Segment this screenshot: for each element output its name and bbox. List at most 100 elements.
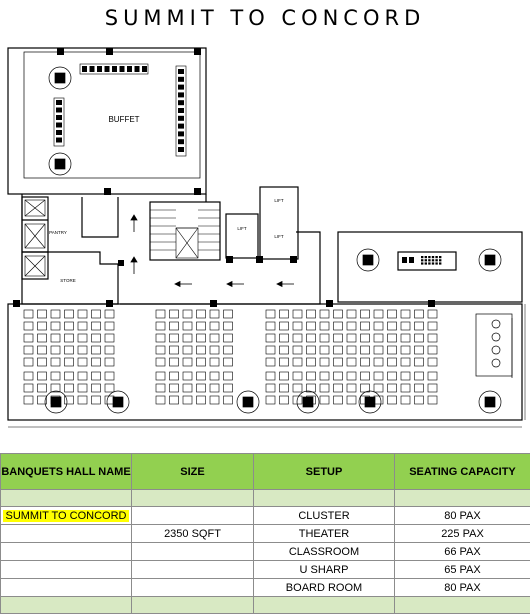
hall-seat — [51, 358, 60, 366]
buffet-dish — [82, 66, 87, 72]
hall-seat — [78, 346, 87, 354]
hall-seat — [210, 358, 219, 366]
hall-seat — [210, 334, 219, 342]
hall-seat — [197, 358, 206, 366]
hall-seat — [105, 358, 114, 366]
hall-seat — [374, 396, 383, 404]
hall-seat — [92, 310, 101, 318]
buffet-dish — [97, 66, 102, 72]
hall-seat — [280, 384, 289, 392]
console-button — [439, 259, 441, 261]
floor-plan: LIFT LIFT LIFT PANTRY STORE BUFFET — [0, 42, 530, 437]
buffet-dish — [135, 66, 140, 72]
hall-seat — [24, 384, 33, 392]
hall-seat — [65, 372, 74, 380]
hall-seat — [307, 358, 316, 366]
hall-seat — [415, 346, 424, 354]
hall-seat — [266, 358, 275, 366]
round-table-centre — [55, 73, 65, 83]
console-button — [425, 262, 427, 264]
hall-seat — [78, 396, 87, 404]
hall-seat — [170, 372, 179, 380]
hall-seat — [361, 322, 370, 330]
hall-seat — [197, 334, 206, 342]
hall-seat — [280, 358, 289, 366]
hall-seat — [24, 358, 33, 366]
hall-seat — [293, 358, 302, 366]
hall-seat — [334, 322, 343, 330]
hall-seat — [280, 372, 289, 380]
hall-seat — [183, 358, 192, 366]
buffet-dish — [178, 131, 184, 136]
hall-seat — [38, 372, 47, 380]
hall-seat — [428, 384, 437, 392]
hall-seat — [388, 358, 397, 366]
hall-seat — [183, 310, 192, 318]
hall-seat — [224, 372, 233, 380]
console-button — [435, 262, 437, 264]
hall-seat — [78, 358, 87, 366]
hall-seat — [92, 346, 101, 354]
hall-seat — [197, 396, 206, 404]
hall-seat — [65, 310, 74, 318]
hall-seat — [51, 322, 60, 330]
round-table-centre — [51, 397, 61, 407]
table-row: BOARD ROOM 80 PAX — [1, 579, 530, 597]
setup-cell: BOARD ROOM — [254, 579, 395, 597]
setup-cell: CLUSTER — [254, 507, 395, 525]
hall-seat — [334, 372, 343, 380]
hall-seat — [197, 372, 206, 380]
hall-seat — [374, 384, 383, 392]
hall-seat — [210, 310, 219, 318]
hall-seat — [428, 322, 437, 330]
hall-seat — [78, 372, 87, 380]
hall-seat — [401, 384, 410, 392]
hall-seat — [224, 358, 233, 366]
hall-seat — [428, 396, 437, 404]
table-header-row: BANQUETS HALL NAME SIZE SETUP SEATING CA… — [1, 454, 530, 490]
buffet-dish — [56, 108, 62, 113]
hall-seat — [388, 334, 397, 342]
hall-seat — [197, 384, 206, 392]
round-table-centre — [365, 397, 375, 407]
hall-seat — [38, 358, 47, 366]
hall-seat — [280, 310, 289, 318]
console-button — [421, 256, 423, 258]
hall-seat — [415, 372, 424, 380]
hall-seat — [65, 384, 74, 392]
hall-seat — [320, 346, 329, 354]
hall-seat — [38, 384, 47, 392]
hall-seat — [51, 372, 60, 380]
hall-seat — [105, 372, 114, 380]
hall-seat — [320, 322, 329, 330]
hall-seat — [320, 372, 329, 380]
hall-seat — [293, 384, 302, 392]
hall-seat — [347, 334, 356, 342]
hall-seat — [347, 396, 356, 404]
console-button — [432, 259, 434, 261]
hall-seat — [156, 384, 165, 392]
hall-seat — [347, 372, 356, 380]
hall-seat — [224, 322, 233, 330]
stage-area — [338, 232, 522, 302]
hall-seat — [105, 346, 114, 354]
buffet-dish — [56, 123, 62, 128]
hall-seat — [210, 346, 219, 354]
hall-seat — [428, 334, 437, 342]
hall-seat — [401, 396, 410, 404]
console-button — [428, 256, 430, 258]
hall-seat — [266, 372, 275, 380]
hall-seat — [92, 372, 101, 380]
hall-seat — [38, 334, 47, 342]
setup-cell: CLASSROOM — [254, 543, 395, 561]
table-row: U SHARP 65 PAX — [1, 561, 530, 579]
hall-seat — [170, 346, 179, 354]
hall-seat — [320, 310, 329, 318]
pantry-label: PANTRY — [49, 230, 67, 235]
hall-seat — [92, 384, 101, 392]
console-button — [432, 256, 434, 258]
hall-seat — [224, 310, 233, 318]
hall-seat — [92, 322, 101, 330]
hall-name-cell: SUMMIT TO CONCORD — [1, 507, 132, 525]
hall-seat — [170, 334, 179, 342]
